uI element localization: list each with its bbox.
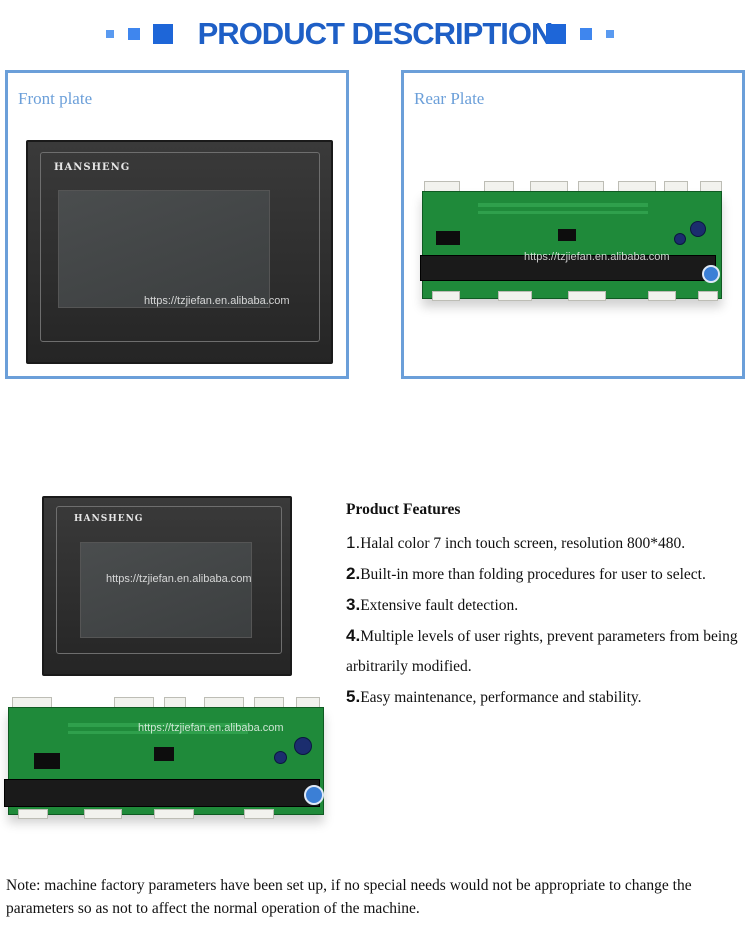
note-text: Note: machine factory parameters have be… bbox=[6, 877, 692, 917]
watermark: https://tzjiefan.en.alibaba.com bbox=[138, 722, 284, 734]
brand-logo: HANSHENG bbox=[74, 514, 144, 524]
feature-item: 2.Built-in more than folding procedures … bbox=[346, 564, 706, 583]
rear-plate-label: Rear Plate bbox=[414, 89, 485, 108]
features-heading: Product Features bbox=[346, 501, 461, 518]
rear-plate-panel: Rear Plate https://tzjiefan.en.alibaba.c… bbox=[401, 70, 745, 379]
feature-item: 3.Extensive fault detection. bbox=[346, 595, 519, 614]
decor-square-icon bbox=[546, 24, 566, 44]
feature-item: 5.Easy maintenance, performance and stab… bbox=[346, 687, 642, 706]
front-plate-label: Front plate bbox=[18, 89, 93, 108]
feature-item: 4.Multiple levels of user rights, preven… bbox=[346, 626, 738, 675]
decor-square-icon bbox=[128, 28, 140, 40]
brand-logo: HANSHENG bbox=[54, 162, 131, 173]
decor-square-icon bbox=[106, 30, 114, 38]
section-header: PRODUCT DESCRIPTION bbox=[0, 12, 750, 58]
feature-item: 1.Halal color 7 inch touch screen, resol… bbox=[346, 533, 686, 552]
pcb-board-image: https://tzjiefan.en.alibaba.com bbox=[4, 697, 334, 822]
decor-square-icon bbox=[153, 24, 173, 44]
rear-plate-image: https://tzjiefan.en.alibaba.com bbox=[418, 181, 738, 306]
hmi-panel-image: HANSHENG https://tzjiefan.en.alibaba.com bbox=[42, 496, 292, 676]
page-title: PRODUCT DESCRIPTION bbox=[197, 16, 554, 51]
decor-square-icon bbox=[580, 28, 592, 40]
watermark: https://tzjiefan.en.alibaba.com bbox=[106, 573, 252, 585]
watermark: https://tzjiefan.en.alibaba.com bbox=[524, 251, 670, 263]
front-plate-panel: Front plate HANSHENG https://tzjiefan.en… bbox=[5, 70, 349, 379]
front-plate-image: HANSHENG https://tzjiefan.en.alibaba.com bbox=[26, 140, 333, 364]
product-features: Product Features 1.Halal color 7 inch to… bbox=[346, 498, 746, 713]
watermark: https://tzjiefan.en.alibaba.com bbox=[144, 295, 290, 307]
decor-square-icon bbox=[606, 30, 614, 38]
